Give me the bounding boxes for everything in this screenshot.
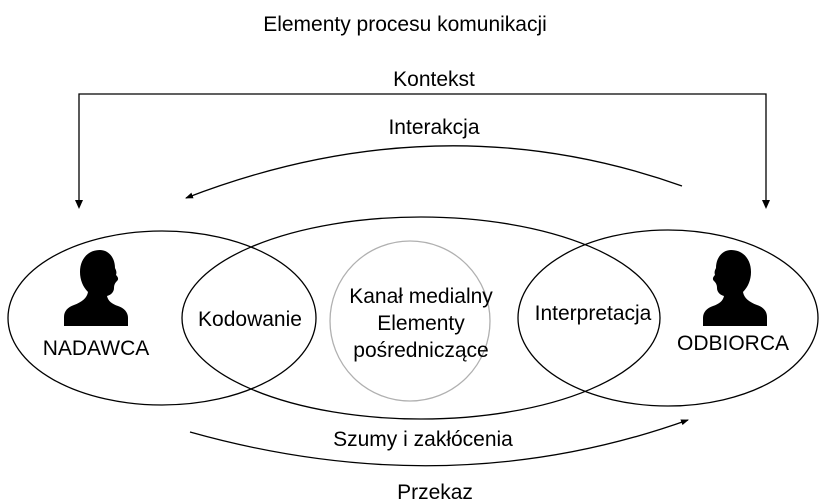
context-label: Kontekst <box>393 68 475 91</box>
channel-label-line1: Kanał medialny <box>349 285 493 308</box>
context-connector <box>78 93 767 204</box>
receiver-label: ODBIORCA <box>677 332 789 355</box>
receiver-person-icon <box>703 250 767 326</box>
receiver-ellipse <box>517 229 819 407</box>
channel-label-line2: Elementy <box>377 312 465 335</box>
channel-ellipse <box>181 216 661 420</box>
context-arrow-right-head <box>762 200 770 209</box>
noise-label: Szumy i zakłócenia <box>333 428 513 451</box>
interpretation-label: Interpretacja <box>535 302 652 325</box>
context-arrow-left-head <box>75 200 83 209</box>
interaction-arrow <box>185 145 683 199</box>
channel-label-line3: pośredniczące <box>353 339 488 362</box>
sender-label: NADAWCA <box>43 337 150 360</box>
diagram-title: Elementy procesu komunikacji <box>263 13 547 36</box>
transmission-label: Przekaz <box>397 481 473 503</box>
sender-person-icon <box>64 250 128 326</box>
transmission-arrow <box>189 419 689 467</box>
interaction-label: Interakcja <box>388 116 479 139</box>
channel-inner-circle <box>329 240 491 402</box>
sender-ellipse <box>7 230 317 406</box>
encoding-label: Kodowanie <box>198 308 302 331</box>
